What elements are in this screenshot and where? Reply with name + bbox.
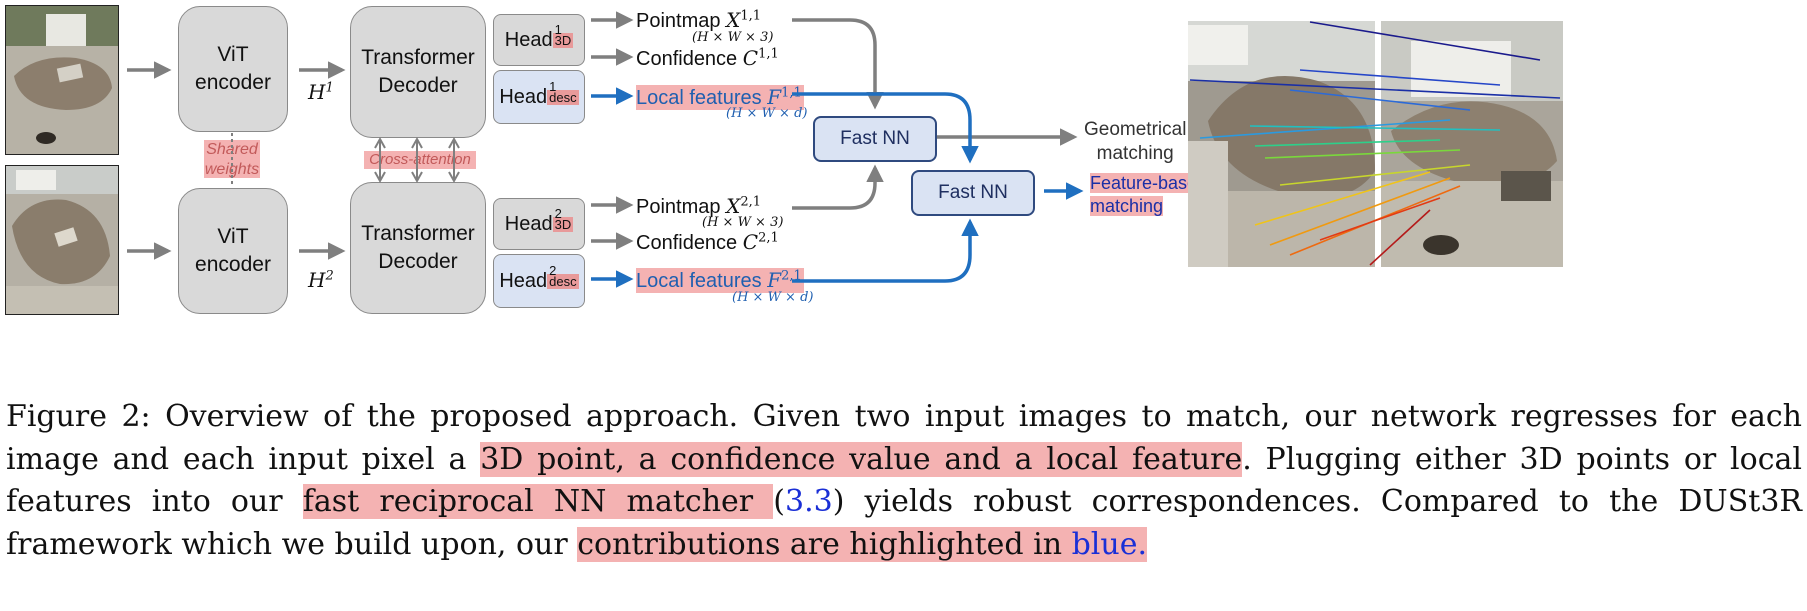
- head-3d-top-label: Head: [504, 28, 553, 51]
- fast-nn-geometric-label: Fast NN: [840, 128, 910, 149]
- matches-image-right: [1381, 21, 1563, 267]
- input-image-1: [5, 5, 119, 155]
- h1-label: H1: [308, 80, 334, 104]
- local-features-top-dims: (H × W × d): [726, 106, 808, 121]
- arrow-features-bottom-fastnn: [792, 218, 979, 283]
- arrow-pointmap-top-fastnn: [792, 18, 884, 110]
- pointmap-top-text: Pointmap: [636, 10, 721, 32]
- arrow-pointmap-bottom-fastnn: [792, 164, 884, 210]
- confidence-top-sup: 1,1: [758, 46, 779, 62]
- head-3d-top-sub-text: 3D: [554, 32, 572, 48]
- caption-highlight3: contributions are highlighted in: [577, 526, 1072, 562]
- caption-part3: (: [773, 484, 785, 519]
- pointmap-bottom-sup: 2,1: [740, 194, 761, 210]
- feature-based-matching-label: Feature-based matching: [1090, 172, 1208, 218]
- head-3d-bottom-sub-text: 3D: [554, 216, 572, 232]
- cross-attention-label: Cross-attention: [364, 151, 476, 169]
- shared-weights-label: Shared weights: [204, 140, 260, 178]
- h2-symbol: H: [308, 268, 326, 292]
- caption-highlight2: fast reciprocal NN matcher: [302, 484, 774, 519]
- local-features-bottom-sup: 2,1: [781, 268, 802, 284]
- head-desc-top-sub-text: desc: [549, 89, 577, 105]
- caption-part4: ) yields robust correspondences. Compare…: [6, 484, 1802, 562]
- head-desc-top-label: Head: [499, 85, 548, 108]
- feature-based-matching-line1: Feature-based: [1090, 173, 1208, 193]
- fast-nn-features-label: Fast NN: [938, 182, 1008, 203]
- confidence-bottom-label: Confidence C2,1: [636, 230, 779, 255]
- figure-caption: Figure 2: Overview of the proposed appro…: [6, 396, 1802, 566]
- confidence-top-symbol: C: [742, 46, 759, 70]
- h1-symbol: H: [308, 80, 326, 104]
- pointmap-top-dims: (H × W × 3): [692, 30, 774, 45]
- local-features-bottom-text: Local features: [636, 270, 762, 292]
- caption-part1: Figure 2: Overview of the proposed appro…: [6, 399, 1802, 477]
- local-features-top-text: Local features: [636, 87, 762, 109]
- head-desc-bottom-label: Head: [499, 269, 548, 292]
- pointmap-bottom-dims: (H × W × 3): [702, 215, 784, 230]
- confidence-bottom-symbol: C: [742, 230, 759, 254]
- local-features-bottom-dims: (H × W × d): [732, 290, 814, 305]
- caption-highlight1: 3D point, a confidence value and a local…: [480, 441, 1243, 477]
- h2-label: H2: [308, 268, 334, 292]
- local-features-top-symbol: F: [767, 85, 782, 109]
- vit-encoder-top: ViT encoder: [178, 6, 288, 132]
- confidence-bottom-text: Confidence: [636, 232, 738, 254]
- local-features-bottom-label: Local features F2,1: [636, 268, 804, 293]
- vit-encoder-bottom-label: ViT encoder: [195, 225, 271, 276]
- head-3d-top-sup: 1: [554, 21, 562, 37]
- input-image-2: [5, 165, 119, 315]
- pointmap-top-sup: 1,1: [740, 8, 761, 24]
- transformer-decoder-bottom-label: Transformer Decoder: [361, 222, 475, 273]
- local-features-top-sup: 1,1: [781, 85, 802, 101]
- transformer-decoder-top: Transformer Decoder: [350, 6, 486, 138]
- caption-highlight3-blue: blue.: [1071, 526, 1148, 562]
- head-desc-top-sup: 1: [549, 78, 557, 94]
- transformer-decoder-top-label: Transformer Decoder: [361, 46, 475, 97]
- h1-superscript: 1: [325, 80, 334, 96]
- fast-nn-geometric: Fast NN: [813, 116, 937, 162]
- head-3d-bottom-sup: 2: [554, 205, 562, 221]
- pointmap-bottom-text: Pointmap: [636, 196, 721, 218]
- confidence-top-label: Confidence C1,1: [636, 46, 779, 71]
- confidence-bottom-sup: 2,1: [758, 230, 779, 246]
- transformer-decoder-bottom: Transformer Decoder: [350, 182, 486, 314]
- pointmap-bottom-label: Pointmap X2,1: [636, 194, 761, 219]
- geometrical-matching-label: Geometrical matching: [1084, 119, 1187, 164]
- pointmap-bottom-symbol: X: [726, 194, 741, 218]
- local-features-bottom-symbol: F: [767, 268, 782, 292]
- pointmap-top-symbol: X: [726, 8, 741, 32]
- confidence-top-text: Confidence: [636, 48, 738, 70]
- h2-superscript: 2: [325, 268, 334, 284]
- vit-encoder-top-label: ViT encoder: [195, 43, 271, 94]
- matches-image-left: [1188, 21, 1375, 267]
- fast-nn-features: Fast NN: [911, 170, 1035, 216]
- head-3d-bottom-label: Head: [504, 212, 553, 235]
- caption-ref-link[interactable]: 3.3: [784, 484, 833, 519]
- vit-encoder-bottom: ViT encoder: [178, 188, 288, 314]
- head-desc-bottom-sup: 2: [549, 262, 557, 278]
- head-desc-bottom-sub-text: desc: [549, 273, 577, 289]
- feature-based-matching-line2: matching: [1090, 196, 1164, 216]
- caption-part2: . Plugging either 3D points or local fea…: [6, 441, 1802, 520]
- pointmap-top-label: Pointmap X1,1: [636, 8, 761, 33]
